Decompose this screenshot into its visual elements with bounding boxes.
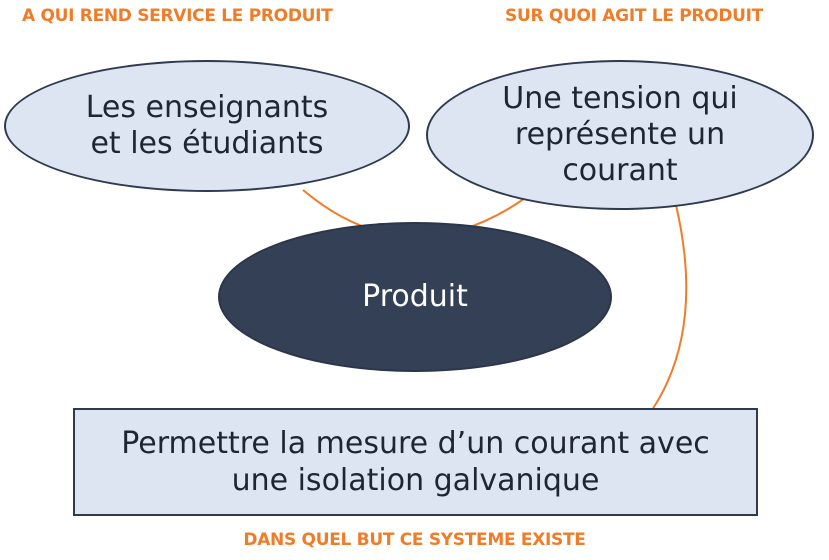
- heading-users-question: A QUI REND SERVICE LE PRODUIT: [22, 6, 333, 26]
- purpose-box: Permettre la mesure d’un courant avec un…: [73, 408, 758, 516]
- purpose-connector: [651, 204, 688, 411]
- purpose-label: Permettre la mesure d’un courant avec un…: [121, 425, 710, 499]
- users-label: Les enseignants et les étudiants: [85, 90, 329, 161]
- product-label: Produit: [362, 279, 468, 314]
- target-label: Une tension qui représente un courant: [502, 81, 738, 188]
- target-ellipse: Une tension qui représente un courant: [426, 60, 814, 210]
- product-ellipse: Produit: [218, 222, 612, 372]
- users-ellipse: Les enseignants et les étudiants: [4, 60, 410, 192]
- heading-purpose-question: DANS QUEL BUT CE SYSTEME EXISTE: [243, 530, 586, 550]
- heading-target-question: SUR QUOI AGIT LE PRODUIT: [505, 6, 763, 26]
